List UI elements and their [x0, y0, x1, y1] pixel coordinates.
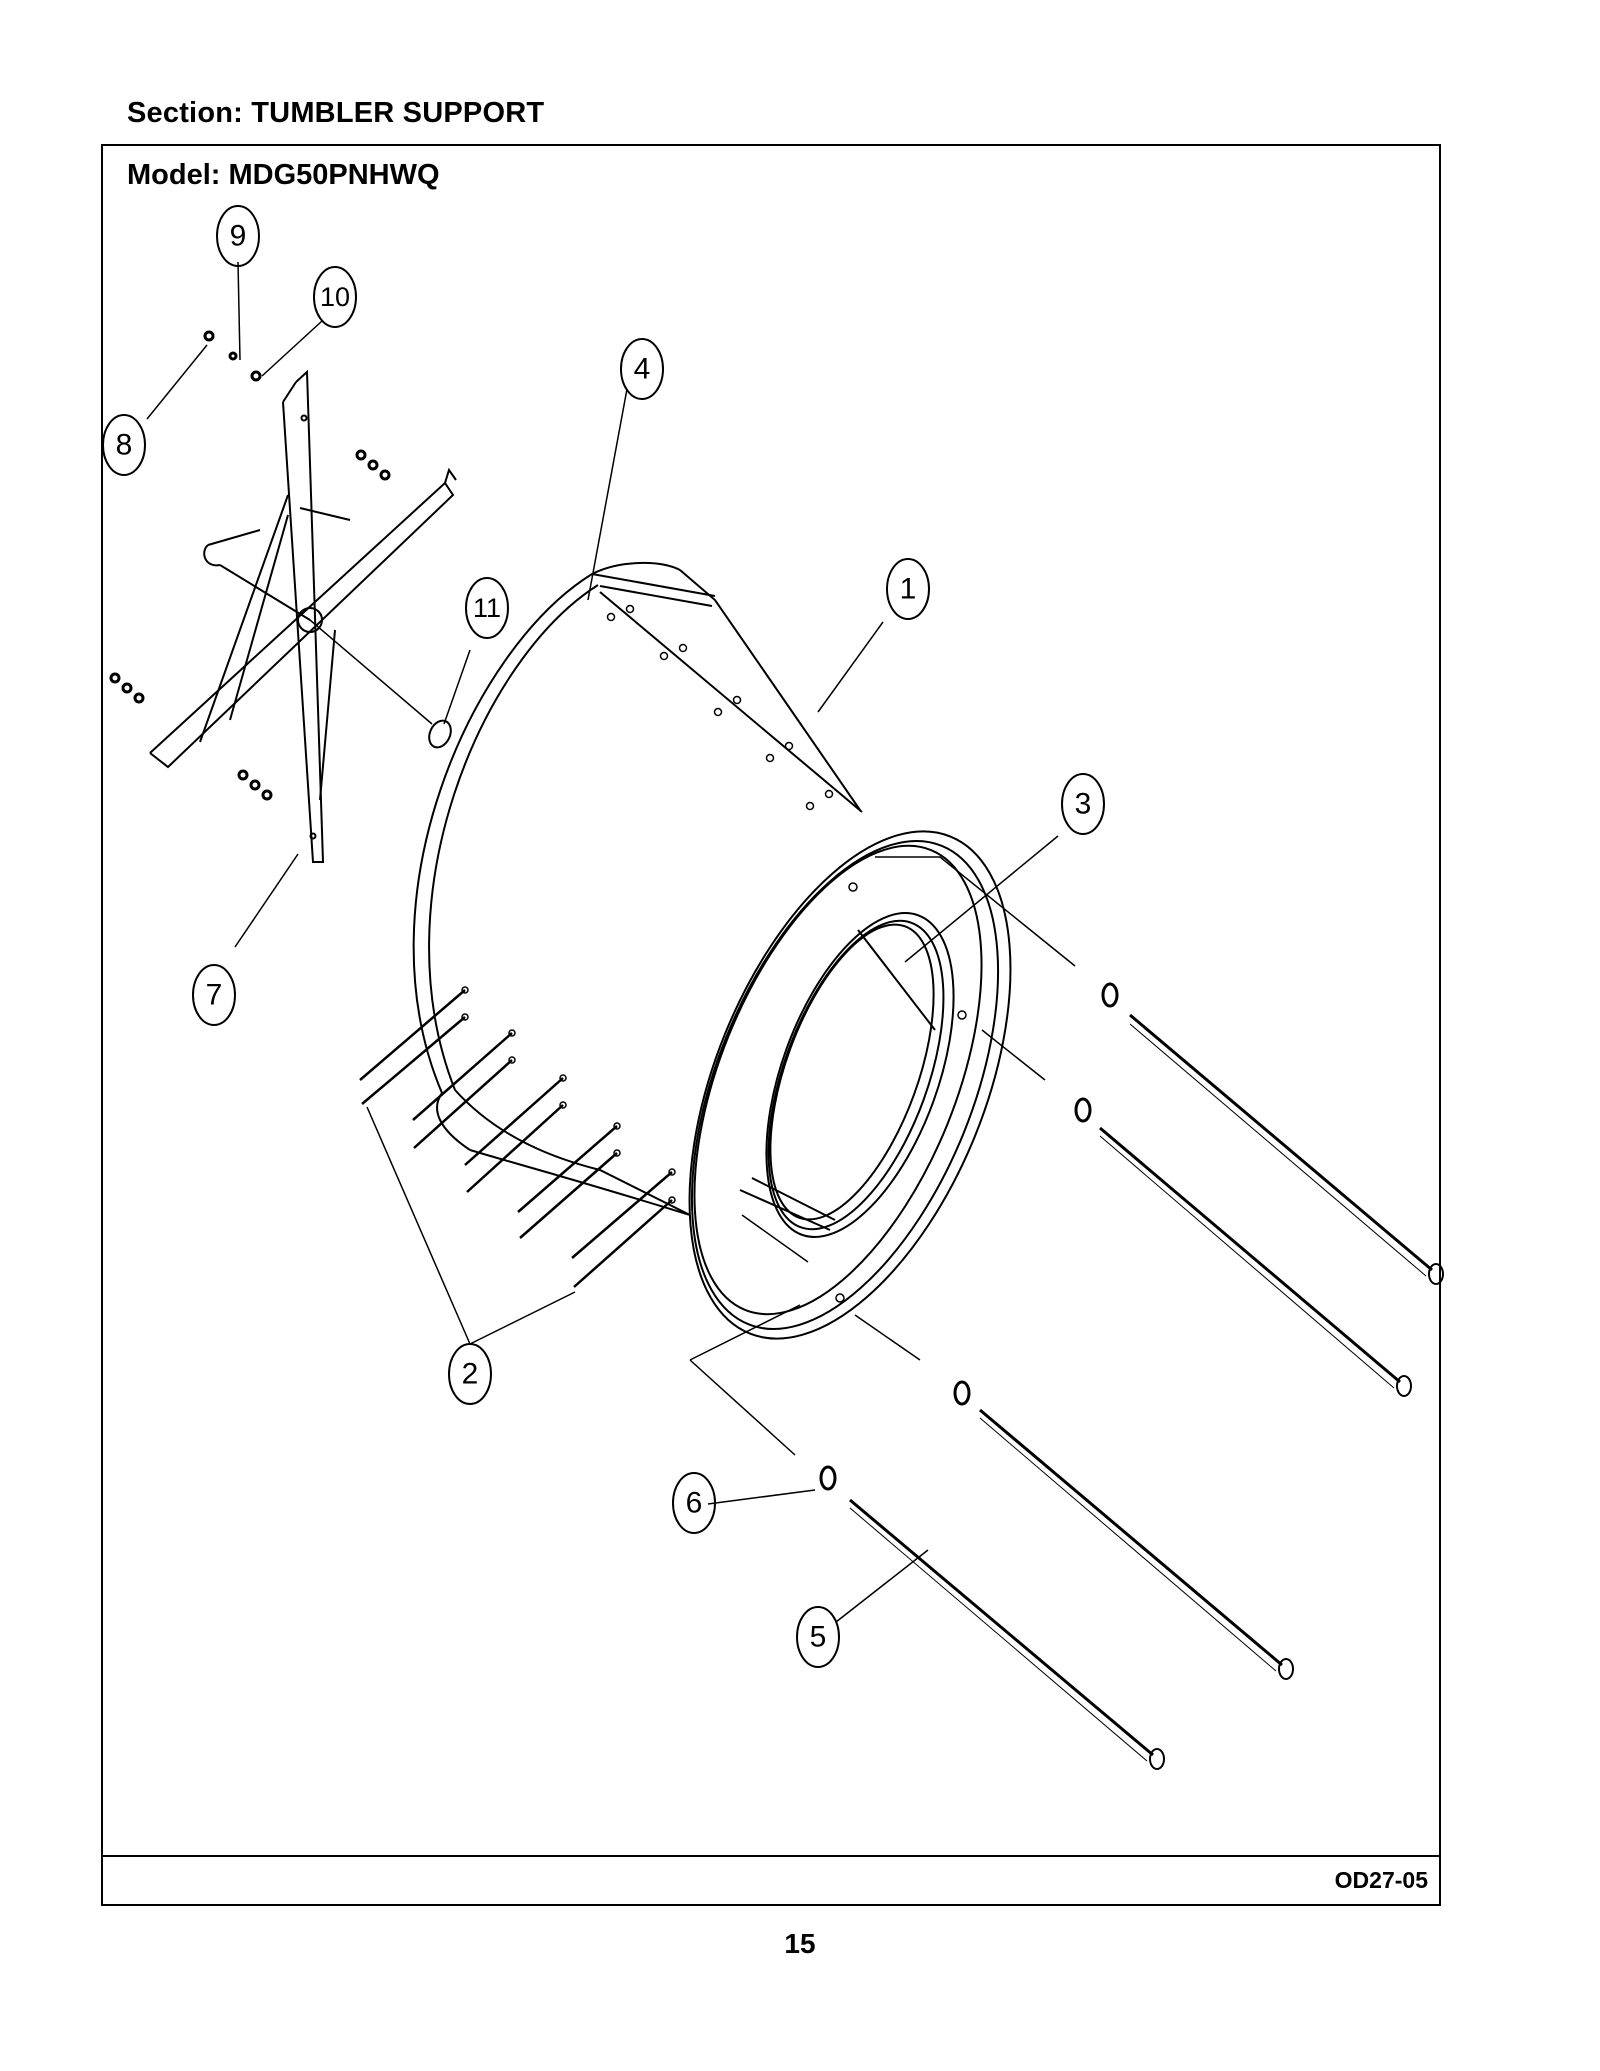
bracket-fasteners: [109, 330, 391, 801]
callout-bubble-2: 2: [448, 1343, 492, 1405]
footer-divider: [101, 1855, 1441, 1857]
bottom-seam-holes: [461, 986, 676, 1204]
seam-holes: [606, 604, 834, 811]
callout-label-5: 5: [810, 1621, 827, 1654]
tie-rods: [689, 856, 1444, 1770]
callout-bubble-8: 8: [102, 414, 146, 476]
callout-label-7: 7: [206, 979, 223, 1012]
callout-label-3: 3: [1075, 788, 1092, 821]
drum-body: [679, 569, 861, 811]
screws: [359, 989, 673, 1288]
page-number: 15: [784, 1928, 816, 1959]
callout-bubble-6: 6: [672, 1472, 716, 1534]
callout-label-1: 1: [900, 573, 917, 606]
washer: [1101, 982, 1119, 1008]
model-label: Model: MDG50PNHWQ: [127, 159, 440, 191]
callout-bubble-7: 7: [192, 964, 236, 1026]
callout-bubble-3: 3: [1061, 773, 1105, 835]
callout-bubble-10: 10: [313, 266, 357, 328]
callout-label-6: 6: [686, 1487, 703, 1520]
callout-bubble-1: 1: [886, 558, 930, 620]
callout-bubble-9: 9: [216, 205, 260, 267]
plug: [428, 719, 452, 749]
callout-label-11: 11: [473, 593, 501, 623]
section-title: Section: TUMBLER SUPPORT: [127, 97, 545, 129]
callout-bubble-5: 5: [796, 1606, 840, 1668]
callout-label-4: 4: [634, 353, 651, 386]
spider-bracket: [109, 330, 457, 863]
tumbler-drum: [412, 562, 1012, 1340]
rear-ring-outer: [688, 830, 1012, 1340]
front-ring: [412, 562, 681, 1094]
callout-label-9: 9: [230, 220, 247, 253]
callout-label-8: 8: [116, 429, 133, 462]
diagram-frame: [101, 144, 1441, 1906]
rear-ring-opening: [765, 912, 955, 1238]
callout-bubble-11: 11: [465, 577, 509, 639]
leader-lines: [146, 261, 1059, 1623]
callout-bubble-4: 4: [620, 338, 664, 400]
callout-label-10: 10: [320, 282, 350, 312]
callout-label-2: 2: [462, 1358, 479, 1391]
drawing-code: OD27-05: [1334, 1867, 1428, 1893]
